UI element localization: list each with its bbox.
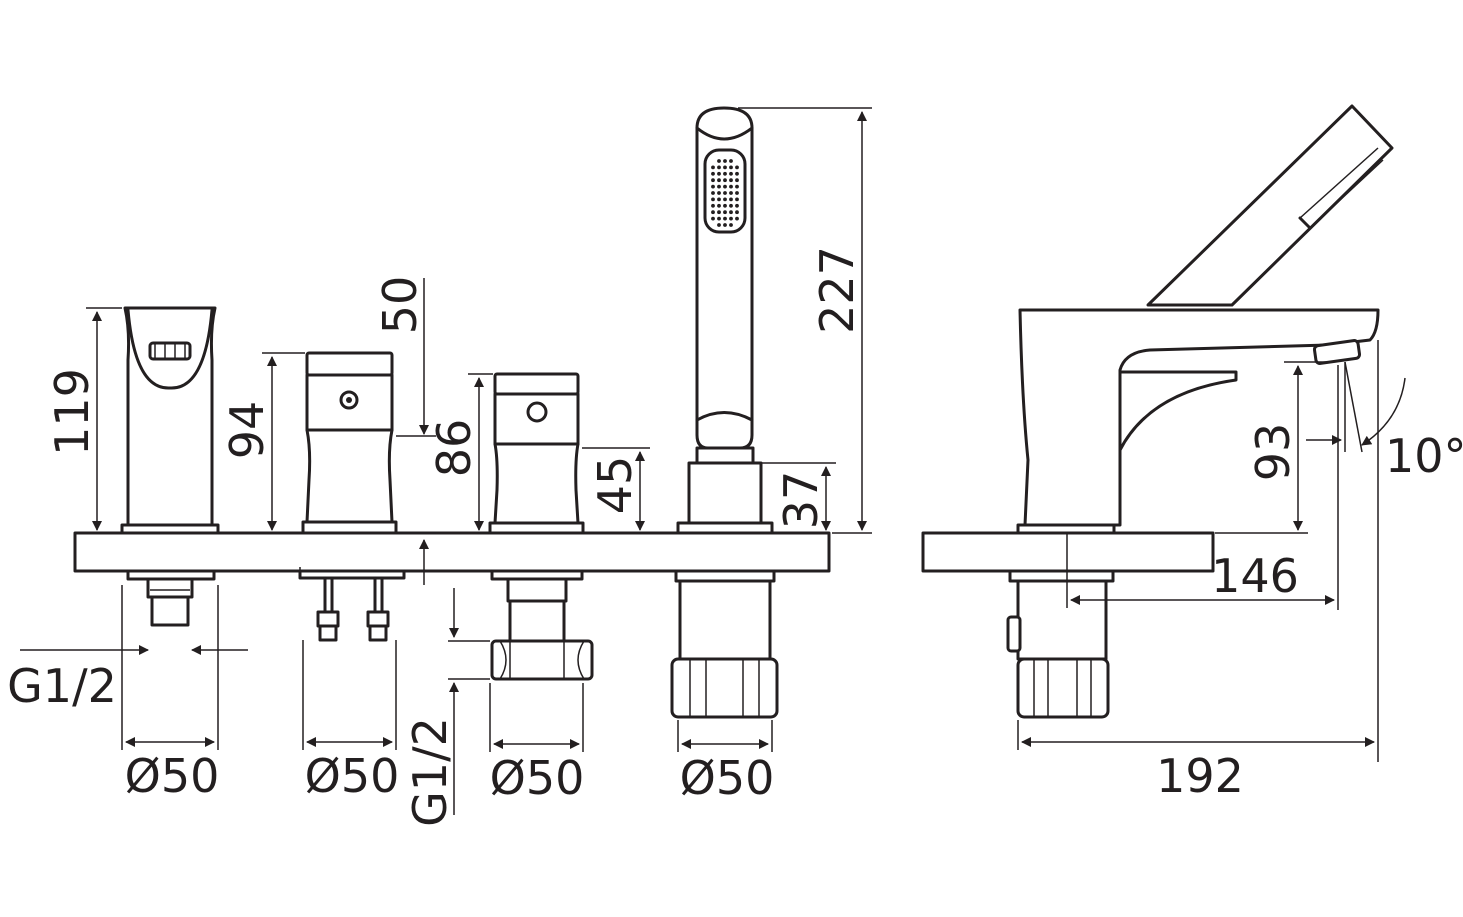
label-45: 45 bbox=[588, 456, 642, 515]
dimension-lines bbox=[20, 107, 1406, 815]
label-119: 119 bbox=[45, 368, 99, 456]
deck-plate-front bbox=[73, 531, 831, 573]
label-86: 86 bbox=[427, 419, 481, 478]
hand-shower-front-view bbox=[670, 106, 779, 719]
label-94: 94 bbox=[220, 401, 274, 460]
label-dia-2: Ø50 bbox=[305, 749, 400, 803]
label-angle-10: 10° bbox=[1385, 429, 1463, 483]
label-dia-3: Ø50 bbox=[490, 751, 585, 805]
spout-front-view bbox=[120, 306, 220, 627]
label-146: 146 bbox=[1211, 549, 1299, 603]
side-view bbox=[921, 104, 1394, 719]
shower-spray-holes bbox=[711, 159, 739, 227]
label-dia-4: Ø50 bbox=[680, 751, 775, 805]
label-50: 50 bbox=[373, 276, 427, 335]
mixer-left-front-view bbox=[298, 351, 406, 642]
label-227: 227 bbox=[810, 246, 864, 334]
mixer-right-front-view bbox=[488, 372, 594, 681]
label-dia-1: Ø50 bbox=[125, 749, 220, 803]
label-93: 93 bbox=[1246, 423, 1300, 482]
label-37: 37 bbox=[774, 471, 828, 530]
label-g12-middle: G1/2 bbox=[403, 717, 457, 827]
label-192: 192 bbox=[1156, 749, 1244, 803]
label-g12-left: G1/2 bbox=[7, 659, 117, 713]
